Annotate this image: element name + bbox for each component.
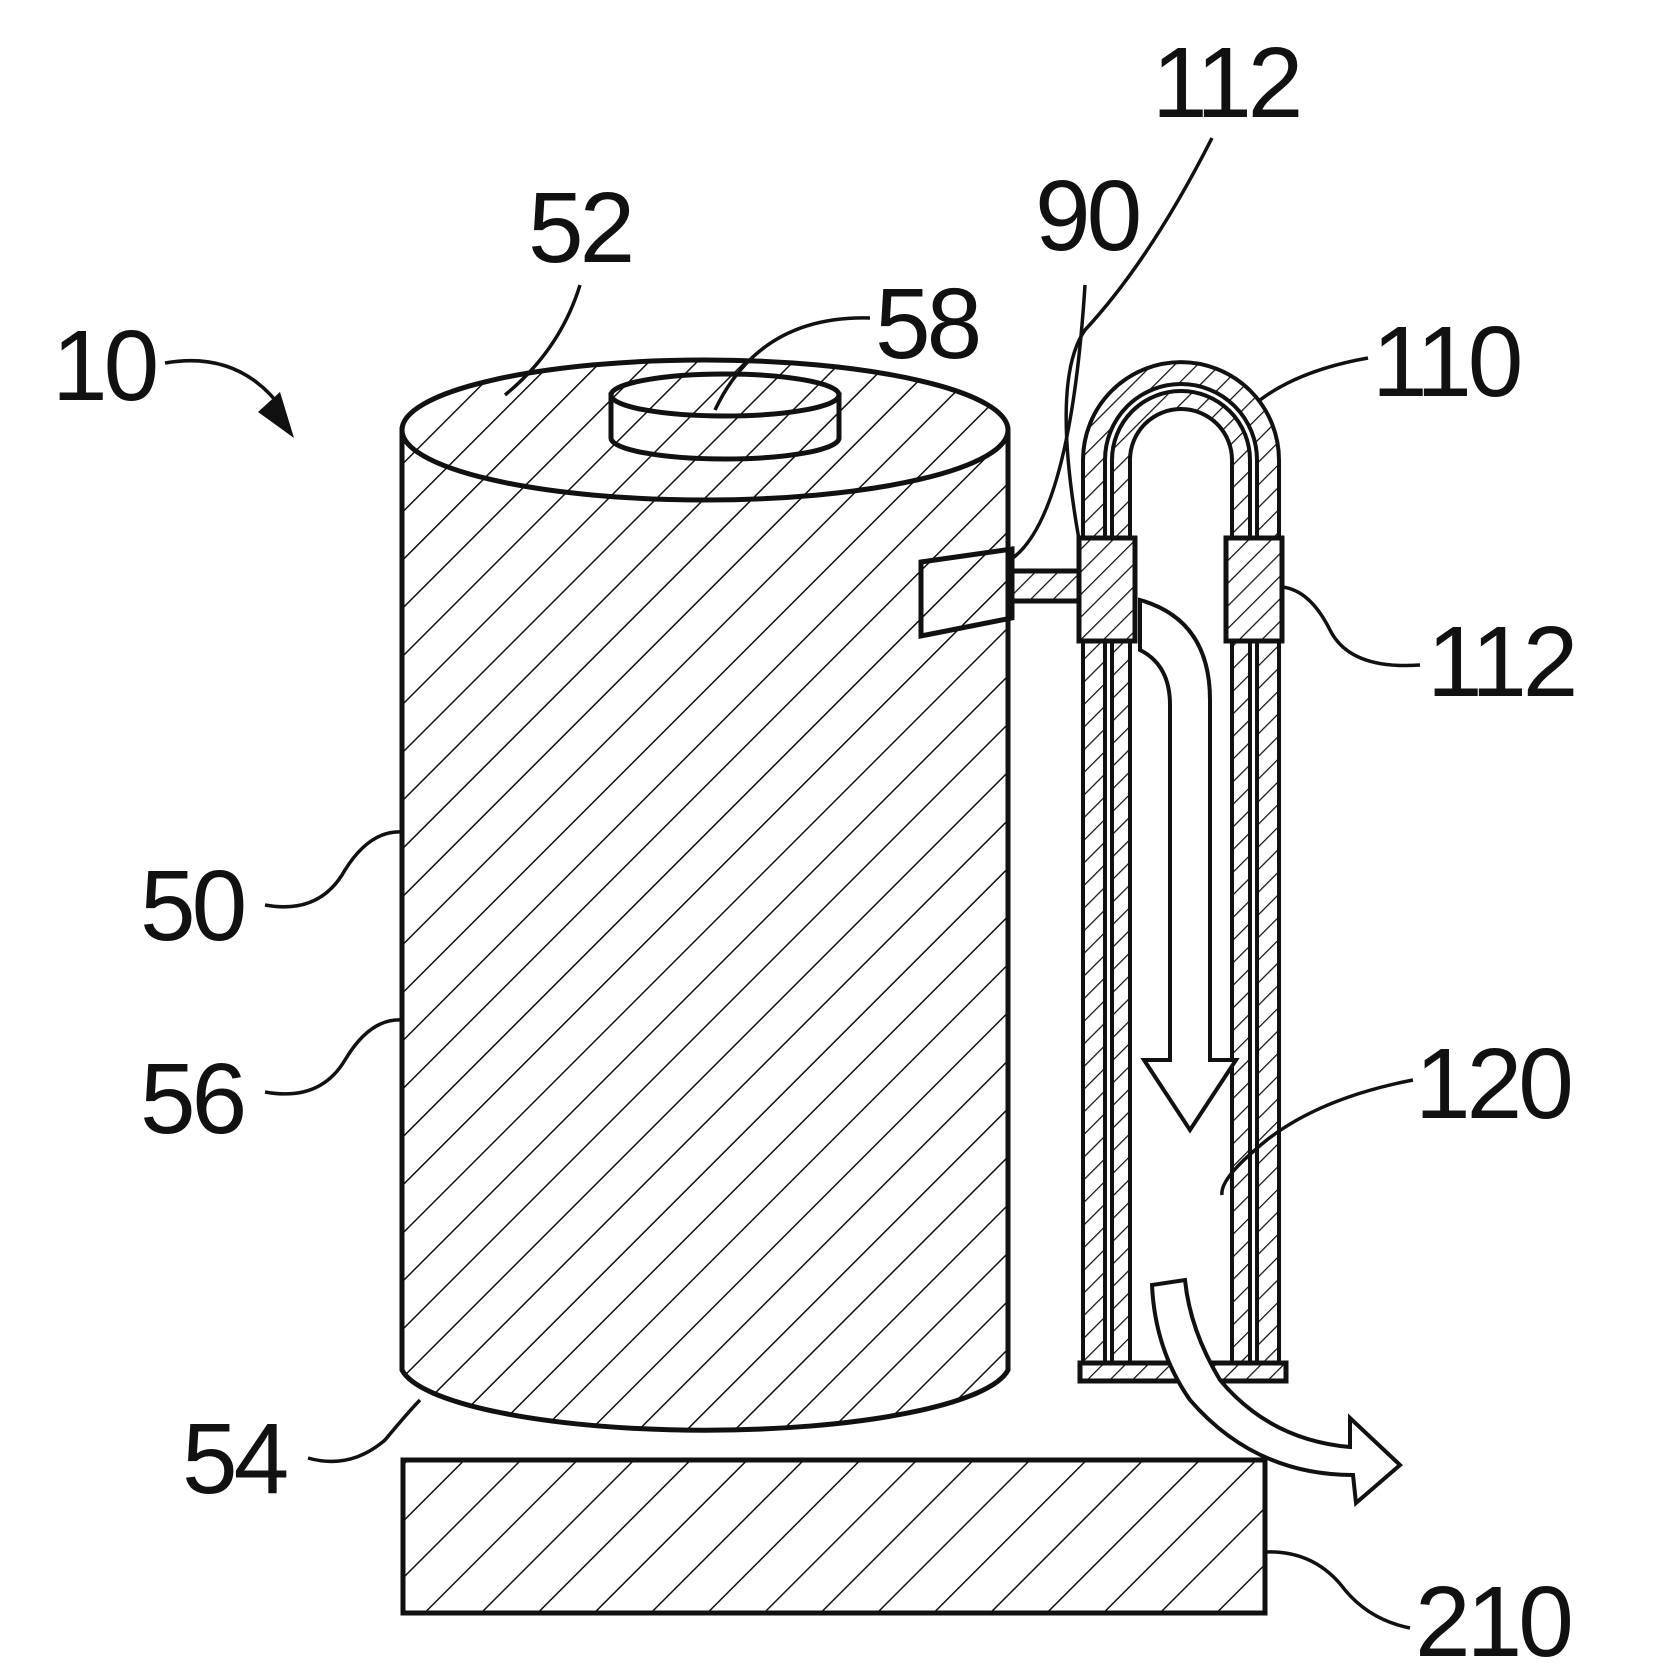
label-112-top: 112: [1152, 27, 1299, 139]
cap-top: [611, 374, 839, 416]
base-plate: [403, 1460, 1265, 1613]
leader-90: [1010, 285, 1085, 560]
clamp-right: [1226, 538, 1282, 641]
leader-110: [1260, 358, 1368, 400]
label-120: 120: [1415, 1028, 1570, 1140]
connector-pipe: [1012, 571, 1080, 601]
clamp-left: [1079, 538, 1135, 641]
label-110: 110: [1372, 306, 1520, 418]
label-90: 90: [1035, 160, 1139, 272]
leader-112-right: [1282, 587, 1420, 666]
leader-210: [1265, 1552, 1410, 1628]
cylinder-body: [402, 360, 1008, 1430]
flow-arrow-down: [1140, 600, 1236, 1130]
label-56: 56: [140, 1043, 244, 1155]
label-50: 50: [140, 850, 244, 962]
label-112-right: 112: [1427, 606, 1574, 718]
cylinder-side: [402, 430, 1008, 1430]
arrowhead-10: [258, 392, 294, 438]
label-210: 210: [1415, 1566, 1570, 1663]
leader-56: [265, 1020, 402, 1094]
label-52: 52: [528, 172, 631, 284]
leader-50: [265, 832, 402, 907]
label-54: 54: [182, 1403, 287, 1515]
leader-10: [165, 361, 283, 410]
label-58: 58: [875, 268, 979, 380]
leader-54: [308, 1400, 420, 1461]
label-10: 10: [52, 310, 156, 422]
